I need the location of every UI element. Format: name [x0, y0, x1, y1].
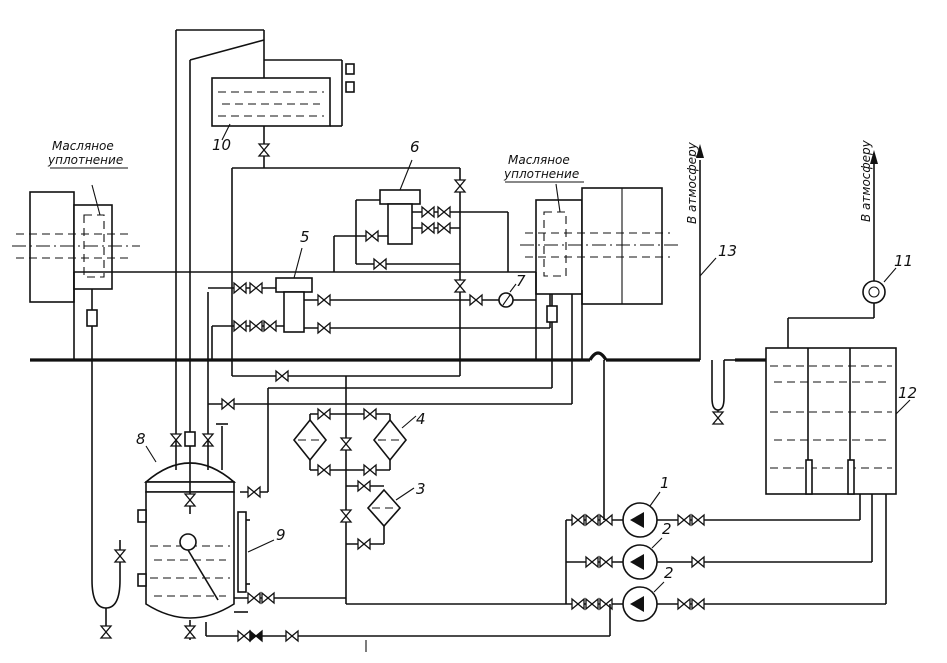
left-seal-label-line1: Масляное: [52, 139, 114, 153]
right-sight-glass: [546, 294, 573, 404]
label-3: 3: [416, 480, 426, 498]
left-sight-glass: [86, 289, 98, 580]
tank-8-top-connections: [170, 423, 610, 652]
pump-discharge-manifold: [346, 360, 623, 636]
right-seal-label: Масляное уплотнение: [503, 153, 584, 183]
tank-8: [137, 445, 275, 619]
pump-2-b: [622, 586, 658, 622]
label-11: 11: [894, 252, 913, 270]
tank-10-piping: [176, 29, 355, 440]
right-seal-label-line2: уплотнение: [503, 167, 579, 181]
pump-suction-lines: [657, 494, 887, 610]
filter-4-left: [292, 414, 328, 470]
tank-10: [211, 77, 331, 141]
left-seal-label-line2: уплотнение: [47, 153, 123, 167]
filter-4-right: [372, 414, 417, 470]
label-2a: 2: [662, 520, 672, 538]
right-oil-seal-assembly: [520, 183, 680, 305]
lower-piping: [208, 370, 572, 604]
right-return-piping: [535, 272, 583, 360]
label-4: 4: [416, 410, 426, 428]
right-seal-label-line1: Масляное: [508, 153, 570, 167]
vent-13: [696, 144, 735, 425]
tank-12: [765, 317, 911, 495]
label-2b: 2: [664, 564, 674, 582]
regulator-6: [333, 159, 509, 272]
cooler-3: [340, 480, 415, 550]
left-oil-seal-assembly: [12, 184, 140, 303]
left-seal-label: Масляное уплотнение: [47, 139, 128, 169]
vertical-pipes-to-tank-8: [175, 30, 209, 440]
regulator-5: [208, 247, 551, 360]
left-u-drain: [91, 540, 126, 639]
label-1: 1: [660, 474, 670, 492]
main-drain-header: [30, 351, 770, 362]
central-loop-piping: [73, 167, 536, 377]
to-atmosphere-label-1: В атмосферу: [685, 141, 699, 224]
label-6: 6: [410, 138, 420, 156]
to-atmosphere-label-2: В атмосферу: [859, 139, 873, 222]
pump-1: [622, 502, 658, 538]
label-12: 12: [898, 384, 917, 402]
label-5: 5: [300, 228, 310, 246]
label-9: 9: [276, 526, 286, 544]
pump-2-a: [622, 544, 658, 580]
valve-near-7: [509, 283, 517, 293]
label-7: 7: [516, 272, 526, 290]
fan-11: [862, 150, 897, 318]
label-10: 10: [212, 136, 231, 154]
label-8: 8: [136, 430, 146, 448]
label-13: 13: [718, 242, 737, 260]
